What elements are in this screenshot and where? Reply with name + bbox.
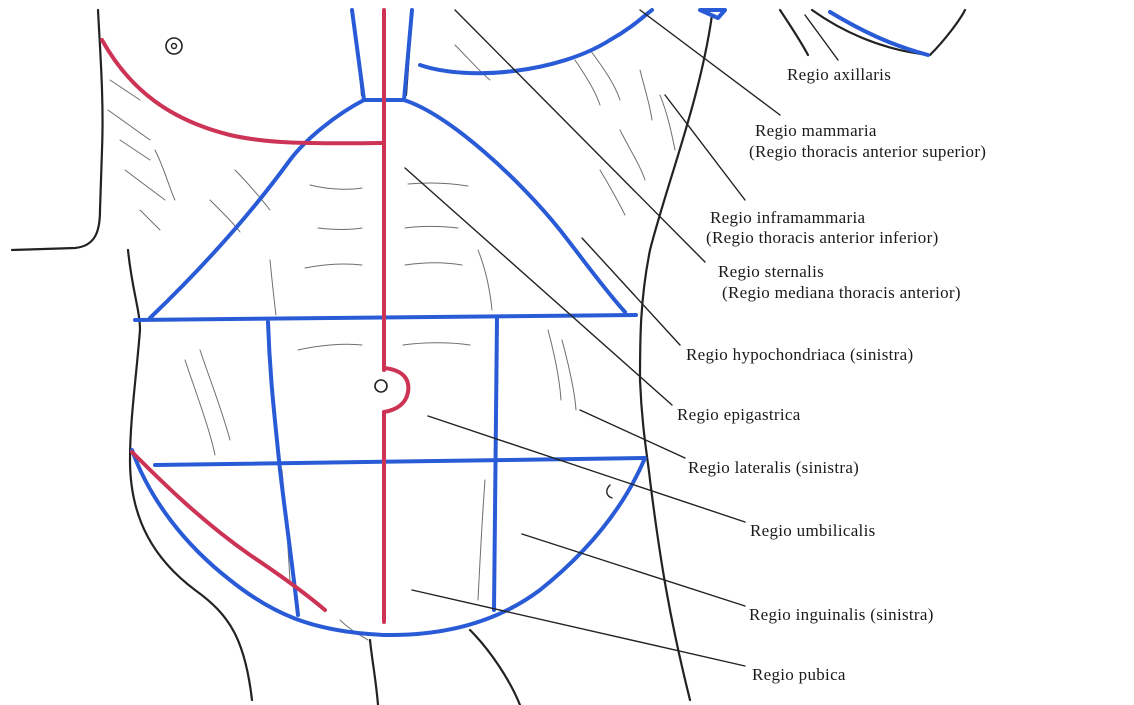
inguinal-line: [132, 452, 325, 610]
label-umbilicalis-line1: Regio umbilicalis: [750, 521, 876, 540]
label-pubica-line1: Regio pubica: [752, 665, 846, 684]
label-inframammaria-line2: (Regio thoracis anterior inferior): [706, 228, 939, 247]
muscle-shading: [108, 45, 675, 640]
label-hypochondriaca-line1: Regio hypochondriaca (sinistra): [686, 345, 913, 364]
leader-line-hypochondriaca: [582, 238, 680, 345]
submammary-line: [102, 40, 384, 143]
neck-boundary-right: [404, 10, 412, 100]
label-epigastrica: Regio epigastrica: [677, 405, 801, 424]
right-thigh-line: [370, 640, 378, 705]
left-arm-inner-line: [780, 10, 808, 55]
axillary-line: [700, 10, 725, 18]
sternal-triangle-right: [404, 100, 625, 312]
label-mammaria-line1: Regio mammaria: [755, 121, 877, 140]
label-inframammaria-line1: Regio inframammaria: [710, 208, 865, 227]
navel-ring: [384, 368, 408, 412]
label-hypochondriaca: Regio hypochondriaca (sinistra): [686, 345, 913, 364]
label-inframammaria: Regio inframammaria (Regio thoracis ante…: [706, 208, 939, 247]
label-axillaris: Regio axillaris: [787, 65, 891, 84]
label-epigastrica-line1: Regio epigastrica: [677, 405, 801, 424]
leader-line-axillaris: [805, 15, 838, 60]
label-pubica: Regio pubica: [752, 665, 846, 684]
hip-mark: [607, 485, 612, 498]
left-thigh-line: [470, 630, 520, 705]
lower-abdomen-curve: [132, 450, 645, 635]
region-labels: Regio axillaris Regio mammaria (Regio th…: [677, 65, 986, 684]
leader-line-inframammaria: [665, 95, 745, 200]
nipple-icon: [166, 38, 182, 54]
label-mammaria-line2: (Regio thoracis anterior superior): [749, 142, 986, 161]
label-mammaria: Regio mammaria (Regio thoracis anterior …: [749, 121, 986, 161]
label-umbilicalis: Regio umbilicalis: [750, 521, 876, 540]
sternal-triangle-left: [150, 100, 364, 318]
leader-lines: [405, 10, 838, 666]
clavicle-left-line: [420, 10, 652, 73]
label-inguinalis-line1: Regio inguinalis (sinistra): [749, 605, 934, 624]
label-lateralis-line1: Regio lateralis (sinistra): [688, 458, 859, 477]
label-sternalis-line1: Regio sternalis: [718, 262, 824, 281]
label-axillaris-line1: Regio axillaris: [787, 65, 891, 84]
right-arm-outline: [12, 10, 103, 250]
nipple-center-icon: [172, 44, 177, 49]
leader-line-inguinalis: [522, 534, 745, 606]
arm-boundary-line: [830, 12, 928, 55]
neck-boundary-left: [352, 10, 364, 100]
label-lateralis: Regio lateralis (sinistra): [688, 458, 859, 477]
left-midclavicular-line: [494, 318, 497, 610]
region-boundaries: [132, 10, 928, 635]
label-sternalis-line2: (Regio mediana thoracis anterior): [722, 283, 961, 302]
navel-icon: [375, 380, 387, 392]
label-inguinalis: Regio inguinalis (sinistra): [749, 605, 934, 624]
leader-line-sternalis: [455, 10, 705, 262]
label-sternalis: Regio sternalis (Regio mediana thoracis …: [718, 262, 961, 302]
leader-line-lateralis: [580, 410, 685, 458]
